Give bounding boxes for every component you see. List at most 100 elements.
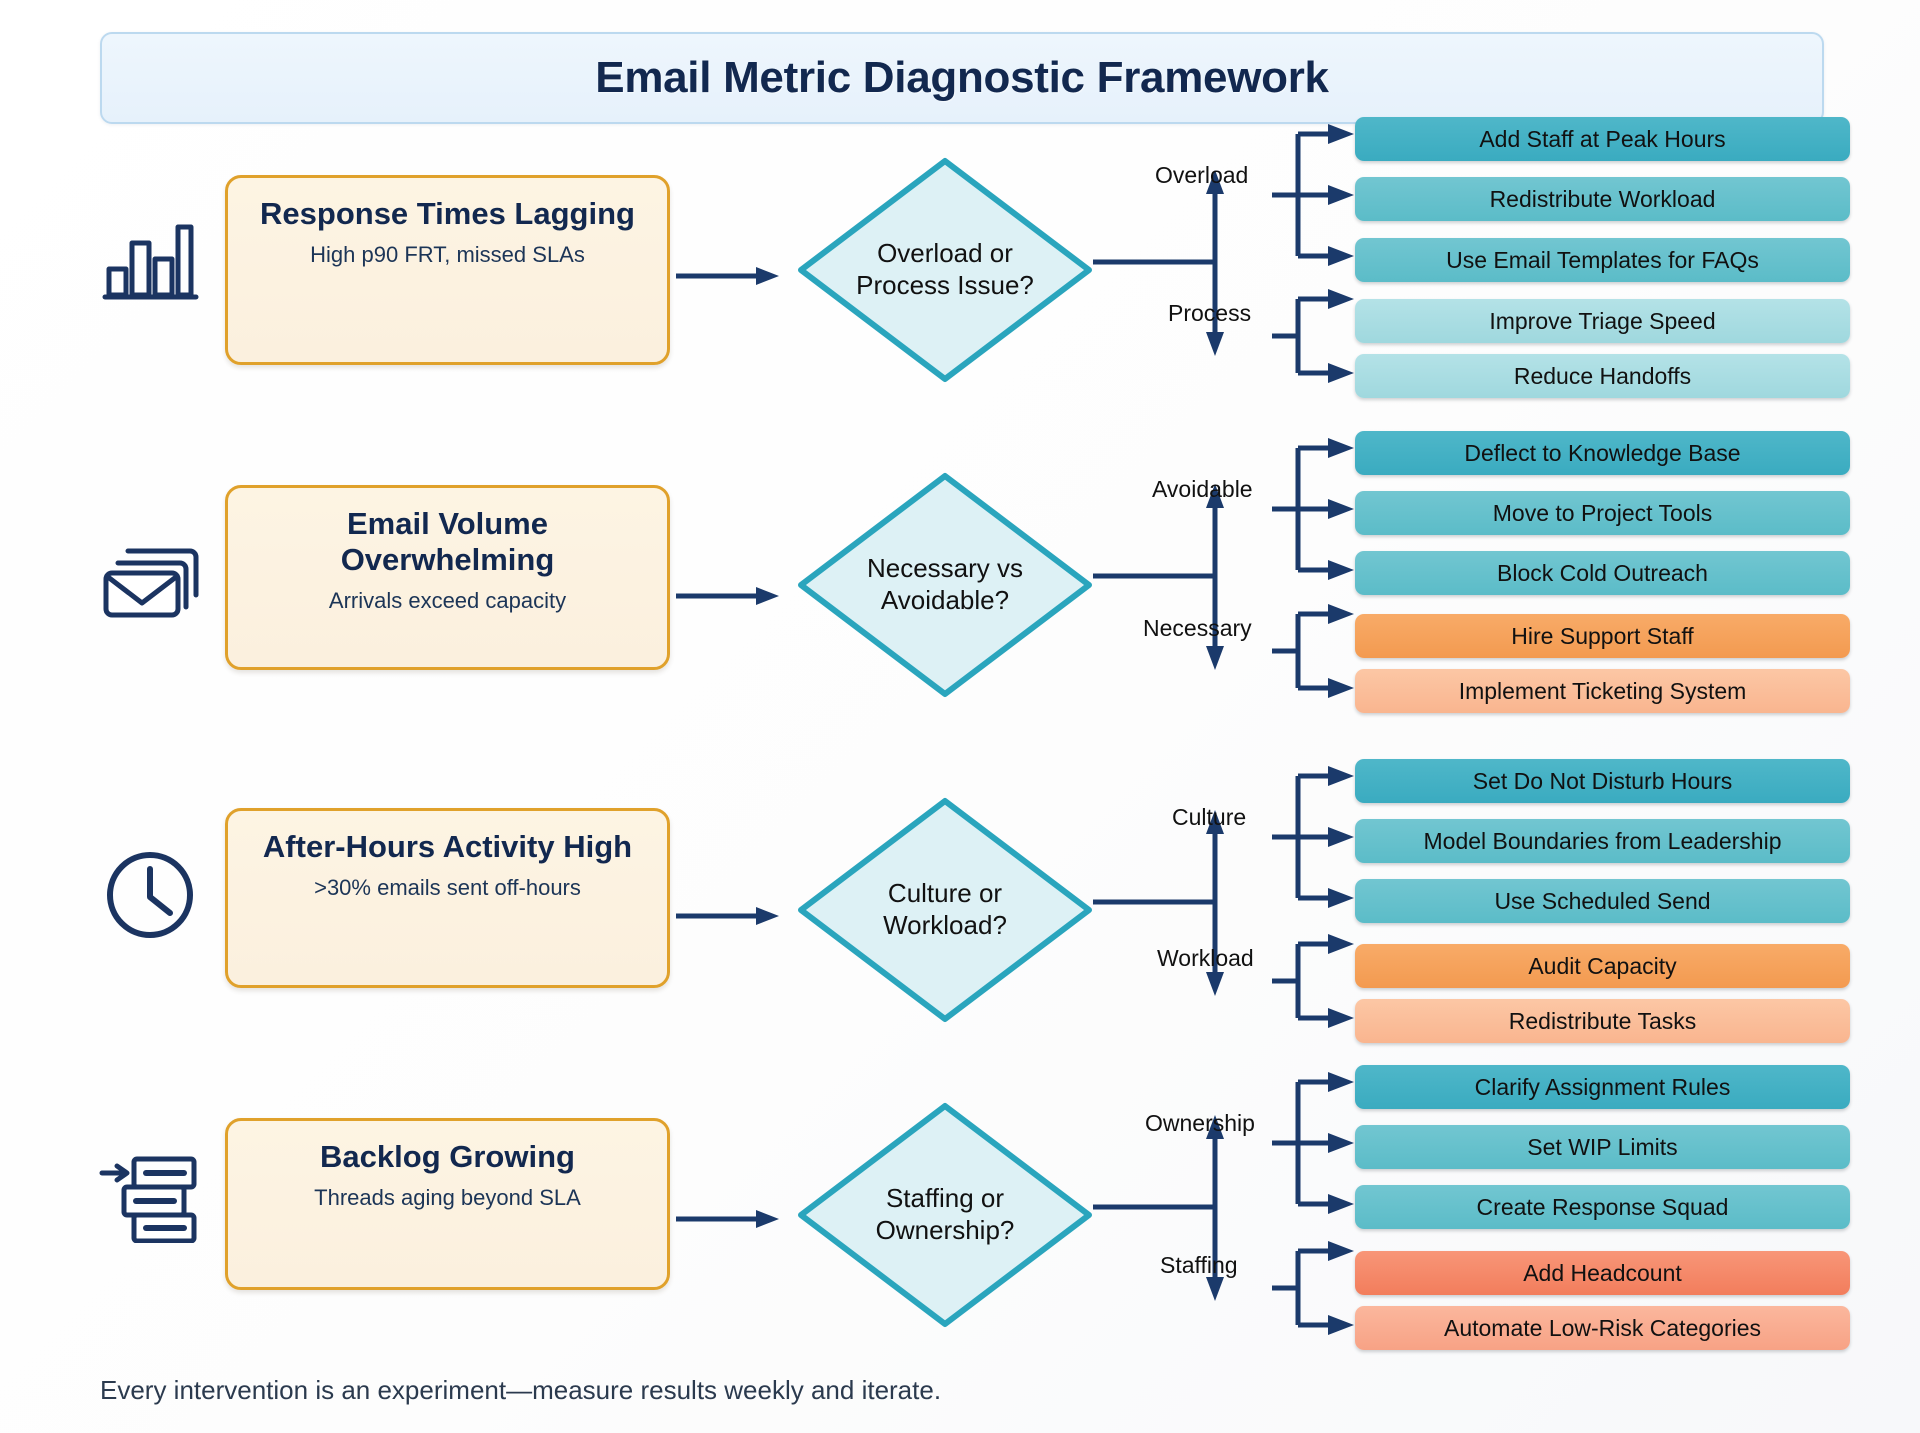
backlog-stack-icon: [95, 1140, 205, 1250]
decision-line-2: Ownership?: [875, 1215, 1015, 1245]
problem-title: Email Volume Overwhelming: [340, 506, 555, 577]
action-label: Model Boundaries from Leadership: [1423, 827, 1782, 854]
action-pill[interactable]: Audit Capacity: [1355, 944, 1850, 988]
action-pill[interactable]: Deflect to Knowledge Base: [1355, 431, 1850, 475]
action-label: Reduce Handoffs: [1513, 362, 1692, 389]
decision-text: Staffing or Ownership?: [795, 1100, 1095, 1330]
action-pill[interactable]: Redistribute Workload: [1355, 177, 1850, 221]
problem-card: Response Times Lagging High p90 FRT, mis…: [225, 175, 670, 365]
diagnostic-row-4: Backlog Growing Threads aging beyond SLA…: [0, 1065, 1920, 1350]
decision-line-2: Process Issue?: [856, 270, 1034, 300]
action-label: Use Scheduled Send: [1494, 887, 1711, 914]
action-label: Automate Low-Risk Categories: [1443, 1314, 1762, 1341]
branch-label-b: Staffing: [1160, 1252, 1238, 1278]
decision-text: Overload or Process Issue?: [795, 155, 1095, 385]
decision-diamond: Necessary vs Avoidable?: [795, 470, 1095, 700]
action-label: Improve Triage Speed: [1489, 307, 1716, 334]
decision-diamond: Overload or Process Issue?: [795, 155, 1095, 385]
diagnostic-row-1: Response Times Lagging High p90 FRT, mis…: [0, 117, 1920, 400]
branch-split-connector: [1093, 170, 1224, 356]
action-label: Redistribute Workload: [1489, 185, 1716, 212]
action-label: Deflect to Knowledge Base: [1464, 439, 1741, 466]
action-pill[interactable]: Use Email Templates for FAQs: [1355, 238, 1850, 282]
decision-text: Necessary vs Avoidable?: [795, 470, 1095, 700]
action-pill[interactable]: Implement Ticketing System: [1355, 669, 1850, 713]
problem-subtitle: Arrivals exceed capacity: [328, 587, 567, 613]
arrow-problem-to-decision: [676, 267, 779, 285]
branch-bracket-b: [1272, 934, 1354, 1028]
decision-line-2: Avoidable?: [880, 585, 1010, 615]
branch-bracket-a: [1272, 438, 1354, 580]
branch-label-a: Ownership: [1145, 1110, 1255, 1136]
problem-card: Email Volume Overwhelming Arrivals excee…: [225, 485, 670, 670]
problem-subtitle: >30% emails sent off-hours: [314, 874, 581, 900]
action-label: Hire Support Staff: [1511, 622, 1694, 649]
decision-line-1: Overload or: [877, 238, 1013, 269]
problem-title: Response Times Lagging: [260, 196, 635, 231]
diagnostic-row-3: After-Hours Activity High >30% emails se…: [0, 759, 1920, 1043]
problem-subtitle: Threads aging beyond SLA: [314, 1184, 581, 1210]
diagnostic-row-2: Email Volume Overwhelming Arrivals excee…: [0, 431, 1920, 720]
decision-line-1: Necessary vs: [866, 553, 1024, 584]
branch-label-a: Avoidable: [1152, 476, 1253, 502]
branch-split-connector: [1093, 484, 1224, 670]
branch-bracket-a: [1272, 766, 1354, 908]
branch-bracket-a: [1272, 1072, 1354, 1214]
action-label: Clarify Assignment Rules: [1474, 1073, 1731, 1100]
action-pill[interactable]: Improve Triage Speed: [1355, 299, 1850, 343]
page-title: Email Metric Diagnostic Framework: [595, 53, 1329, 102]
action-pill[interactable]: Model Boundaries from Leadership: [1355, 819, 1850, 863]
branch-split-connector: [1093, 810, 1224, 996]
action-label: Set Do Not Disturb Hours: [1472, 767, 1733, 794]
action-pill[interactable]: Redistribute Tasks: [1355, 999, 1850, 1043]
branch-label-a: Overload: [1155, 162, 1249, 188]
arrow-problem-to-decision: [676, 907, 779, 925]
branch-split-connector: [1093, 1115, 1224, 1301]
action-label: Redistribute Tasks: [1508, 1007, 1697, 1034]
action-pill[interactable]: Use Scheduled Send: [1355, 879, 1850, 923]
action-label: Move to Project Tools: [1492, 499, 1713, 526]
action-pill[interactable]: Add Staff at Peak Hours: [1355, 117, 1850, 161]
problem-card: After-Hours Activity High >30% emails se…: [225, 808, 670, 988]
problem-title: Backlog Growing: [320, 1139, 575, 1174]
footer-caption: Every intervention is an experiment—meas…: [100, 1375, 942, 1405]
problem-subtitle: High p90 FRT, missed SLAs: [310, 241, 585, 267]
action-label: Add Headcount: [1523, 1259, 1682, 1286]
problem-title: After-Hours Activity High: [262, 829, 633, 864]
problem-card: Backlog Growing Threads aging beyond SLA: [225, 1118, 670, 1290]
branch-bracket-b: [1272, 289, 1354, 383]
branch-bracket-b: [1272, 604, 1354, 698]
action-pill[interactable]: Move to Project Tools: [1355, 491, 1850, 535]
branch-bracket-b: [1272, 1241, 1354, 1335]
action-label: Add Staff at Peak Hours: [1479, 125, 1726, 152]
action-pill[interactable]: Reduce Handoffs: [1355, 354, 1850, 398]
action-label: Block Cold Outreach: [1497, 559, 1708, 586]
arrow-problem-to-decision: [676, 587, 779, 605]
decision-diamond: Culture or Workload?: [795, 795, 1095, 1025]
decision-line-1: Culture or: [887, 878, 1003, 909]
action-label: Create Response Squad: [1476, 1193, 1729, 1220]
action-pill[interactable]: Add Headcount: [1355, 1251, 1850, 1295]
action-pill[interactable]: Set Do Not Disturb Hours: [1355, 759, 1850, 803]
action-label: Implement Ticketing System: [1458, 677, 1747, 704]
action-pill[interactable]: Automate Low-Risk Categories: [1355, 1306, 1850, 1350]
branch-label-b: Necessary: [1143, 615, 1252, 641]
decision-diamond: Staffing or Ownership?: [795, 1100, 1095, 1330]
envelope-stack-icon: [95, 520, 205, 630]
clock-icon: [95, 840, 205, 950]
action-pill[interactable]: Clarify Assignment Rules: [1355, 1065, 1850, 1109]
action-pill[interactable]: Set WIP Limits: [1355, 1125, 1850, 1169]
action-pill[interactable]: Create Response Squad: [1355, 1185, 1850, 1229]
arrow-problem-to-decision: [676, 1210, 779, 1228]
decision-text: Culture or Workload?: [795, 795, 1095, 1025]
page-title-banner: Email Metric Diagnostic Framework: [100, 32, 1824, 124]
action-pill[interactable]: Hire Support Staff: [1355, 614, 1850, 658]
action-pill[interactable]: Block Cold Outreach: [1355, 551, 1850, 595]
bar-chart-icon: [95, 200, 205, 310]
decision-line-2: Workload?: [883, 910, 1007, 940]
branch-label-a: Culture: [1172, 804, 1247, 830]
branch-label-b: Workload: [1157, 945, 1254, 971]
action-label: Use Email Templates for FAQs: [1446, 246, 1759, 273]
decision-line-1: Staffing or: [885, 1183, 1005, 1214]
